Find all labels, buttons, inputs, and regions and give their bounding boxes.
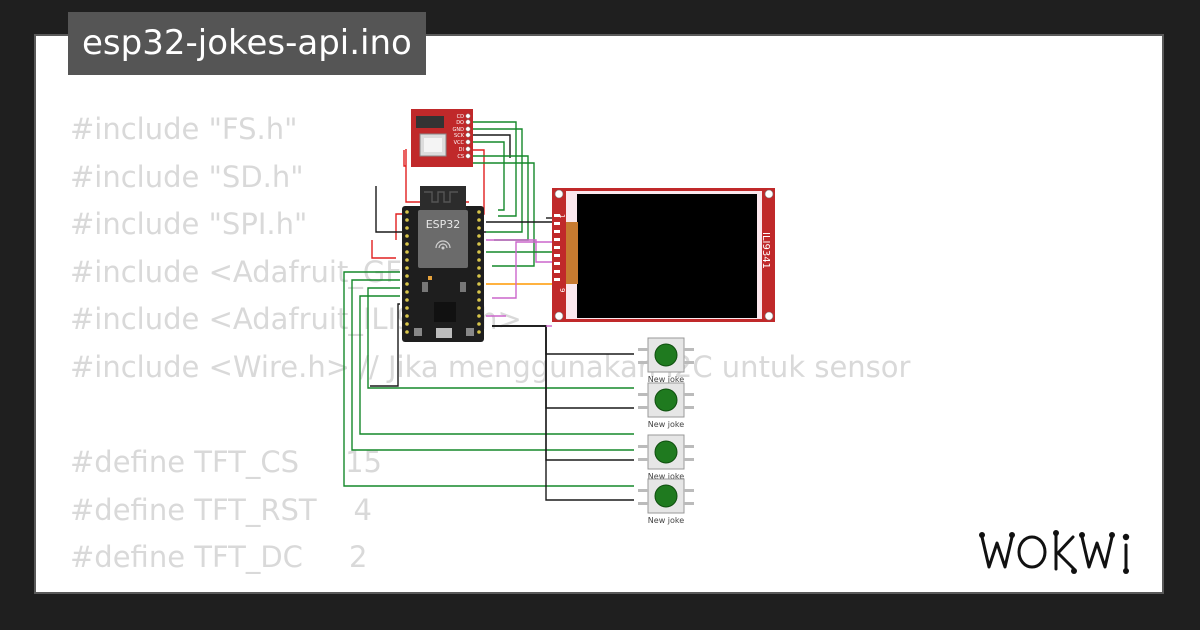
button-label: New joke [648,375,684,384]
code-line: #include "SD.h" [70,159,304,194]
sd-card-module[interactable]: CD DO GND SCK VCC DI CS [411,109,473,167]
sd-pin-label: GND [453,127,465,133]
button-label: New joke [648,420,684,429]
file-title: esp32-jokes-api.ino [68,12,426,75]
push-button-3[interactable]: New joke [638,434,694,481]
code-line: #include <Wire.h> // Jika menggunakan I2… [70,349,911,384]
push-button-2[interactable]: New joke [638,382,694,429]
push-button-4[interactable]: New joke [638,478,694,525]
esp32-label: ESP32 [426,218,461,231]
display-pin-first: 1 [558,214,566,218]
code-line: #define TFT_CS 15 [70,445,383,480]
sd-pin-label: VCC [454,140,465,146]
circuit-diagram: CD DO GND SCK VCC DI CS ESP32 [343,109,775,525]
button-label: New joke [648,472,684,481]
code-line: #define TFT_DC 2 [70,540,368,575]
button-label: New joke [648,516,684,525]
sd-pin-label: DI [459,147,464,153]
display-pin-last: 9 [558,288,566,292]
code-line: #include "SPI.h" [70,207,308,242]
esp32-board[interactable]: ESP32 [402,186,484,342]
sd-pin-label: CS [457,154,464,160]
code-line: #define TFT_MOSI 23 [70,582,910,592]
code-line: #define TFT_RST 4 [70,492,372,527]
sd-pin-label: DO [456,120,464,126]
ili9341-display[interactable]: 1 9 ILI9341 [552,188,775,322]
sd-pin-label: SCK [454,133,465,139]
push-button-1[interactable]: New joke [638,337,694,384]
code-preview: #include "FS.h" #include "SD.h" #include… [70,106,911,592]
sd-pin-label: CD [457,114,464,120]
wokwi-logo [979,530,1130,574]
display-model-label: ILI9341 [760,232,771,269]
code-line: #include "FS.h" [70,112,298,146]
simulator-card: #include "FS.h" #include "SD.h" #include… [34,34,1164,594]
